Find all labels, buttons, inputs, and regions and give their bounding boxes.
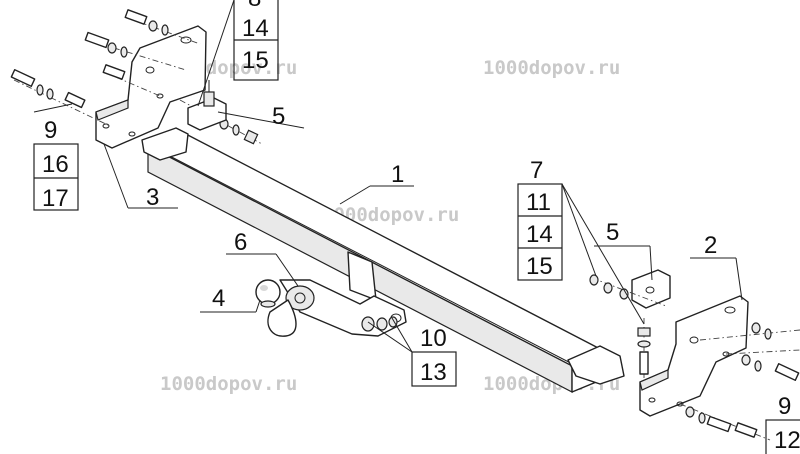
left-bracket: [95, 25, 207, 149]
watermark-center: 1000dopov.ru: [322, 204, 459, 226]
right-bracket: [639, 295, 749, 417]
callout-5-left: 5: [272, 103, 285, 130]
tow-ball: [255, 279, 281, 308]
right-small-bracket: [631, 269, 671, 309]
watermark-bottom-left: 1000dopov.ru: [160, 373, 297, 395]
callout-13: 13: [420, 359, 447, 386]
callout-7: 7: [530, 157, 543, 184]
callout-2: 2: [704, 232, 717, 259]
callout-5-right: 5: [606, 219, 619, 246]
callout-16: 16: [42, 151, 69, 178]
callout-17: 17: [42, 185, 69, 212]
callout-1: 1: [391, 161, 404, 188]
right-fasteners: [589, 274, 667, 392]
hitch-bracket: [267, 251, 407, 337]
callout-4: 4: [212, 285, 225, 312]
left-fasteners: [10, 9, 263, 145]
callout-12: 12: [774, 427, 800, 454]
callout-6: 6: [234, 229, 247, 256]
callout-14-left: 14: [242, 15, 269, 42]
callout-8: 8: [248, 0, 261, 12]
callout-labels: 1 2 3 4 5 5 6 7 8 9 9 10 11 12 13 14 14 …: [42, 0, 800, 454]
callout-9-left: 9: [44, 117, 57, 144]
hitch-fasteners: [361, 316, 398, 332]
right-side-bolts: [679, 322, 800, 441]
callout-boxes: [33, 0, 800, 454]
callout-14-right: 14: [526, 221, 553, 248]
leader-lines: [33, 0, 743, 353]
callout-3: 3: [146, 184, 159, 211]
watermark-top-right: 1000dopov.ru: [483, 57, 620, 79]
callout-15-right: 15: [526, 253, 553, 280]
callout-9-right: 9: [778, 393, 791, 420]
callout-15-left: 15: [242, 47, 269, 74]
callout-11: 11: [526, 189, 551, 216]
callout-10: 10: [420, 325, 447, 352]
left-small-bracket: [187, 80, 227, 131]
